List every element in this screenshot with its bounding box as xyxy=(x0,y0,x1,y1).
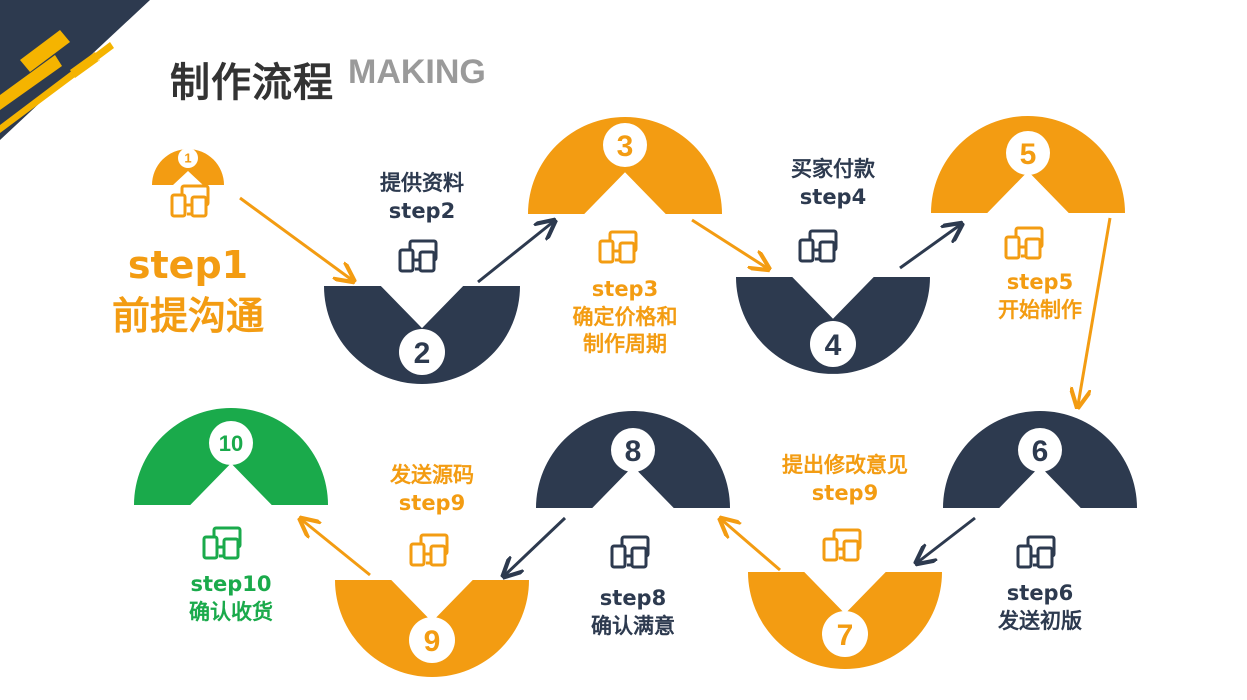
step-10-label: step10 确认收货 xyxy=(189,571,273,626)
step-5-label: step5 开始制作 xyxy=(998,269,1082,324)
step-5-node: 5 xyxy=(931,116,1125,260)
step-6-number-badge xyxy=(1018,428,1062,472)
step-6-label-line: 发送初版 xyxy=(998,608,1082,633)
step-8-number: 8 xyxy=(625,435,642,468)
step-6-label-line: step6 xyxy=(1006,581,1074,605)
flow-arrow-9 xyxy=(302,520,371,577)
step-2-node: 2 xyxy=(324,239,520,384)
step-9-number-badge xyxy=(409,617,455,663)
step-5-number: 5 xyxy=(1020,138,1037,171)
devices-icon xyxy=(798,229,838,263)
step-3-label-line: 制作周期 xyxy=(583,332,667,357)
step-1-number: 1 xyxy=(184,151,191,166)
step-10-label-line: 确认收货 xyxy=(189,599,273,624)
step-1-label: step1 前提沟通 xyxy=(112,240,264,343)
devices-icon xyxy=(1016,535,1056,569)
step-1-node: 1 xyxy=(152,148,224,218)
step-9-node: 9 xyxy=(335,533,529,677)
step-8-label-line: step8 xyxy=(599,586,667,610)
step-8-label-line: 确认满意 xyxy=(591,613,675,638)
step-9-label-line: step9 xyxy=(398,490,466,515)
step-9-label: 发送源码 step9 xyxy=(390,462,474,517)
step-3-label-line: 确定价格和 xyxy=(572,304,678,329)
step-9-number: 9 xyxy=(424,625,441,658)
step-1-label-line: 前提沟通 xyxy=(111,294,265,339)
devices-icon xyxy=(1004,226,1044,260)
page-title: 制作流程 xyxy=(170,60,334,106)
step-4-node: 4 xyxy=(736,229,930,374)
step-1-number-badge xyxy=(178,148,198,168)
step-3-number-badge xyxy=(603,123,647,167)
step-2-label-line: step2 xyxy=(388,198,456,223)
step-10-number: 10 xyxy=(219,431,243,456)
step-8-label: step8 确认满意 xyxy=(591,585,675,640)
flow-arrow-8 xyxy=(505,516,567,575)
devices-icon xyxy=(598,230,638,264)
step-8-node: 8 xyxy=(536,411,730,569)
devices-icon xyxy=(610,535,650,569)
devices-icon xyxy=(822,528,862,562)
step-3-number: 3 xyxy=(617,130,634,163)
step-2-number: 2 xyxy=(414,337,431,370)
step-4-label-line: 买家付款 xyxy=(791,157,875,181)
step-9-label-line: 发送源码 xyxy=(390,463,474,487)
flow-arrow-6 xyxy=(918,516,976,562)
step-2-number-badge xyxy=(399,329,445,375)
step-4-label-line: step4 xyxy=(799,184,867,209)
devices-icon xyxy=(409,533,449,567)
flow-arrow-1 xyxy=(239,196,352,280)
step-7-number: 7 xyxy=(837,619,854,652)
step-5-label-line: 开始制作 xyxy=(998,297,1082,322)
step-4-number: 4 xyxy=(825,329,842,362)
step-3-label: step3 确定价格和制作周期 xyxy=(573,276,678,359)
step-6-node: 6 xyxy=(943,411,1137,569)
step-6-number: 6 xyxy=(1032,435,1049,468)
devices-icon xyxy=(398,239,438,273)
step-3-node: 3 xyxy=(528,117,722,264)
page-title-en: MAKING xyxy=(348,53,486,91)
devices-icon xyxy=(170,184,210,218)
step-3-label-line: step3 xyxy=(591,277,659,301)
flow-arrow-5 xyxy=(1078,217,1112,405)
step-10-number-badge xyxy=(209,421,253,465)
step-7-node: 7 xyxy=(748,528,942,669)
step-10-label-line: step10 xyxy=(190,572,272,596)
step-1-label-line: step1 xyxy=(127,243,249,287)
flow-arrow-7 xyxy=(722,520,781,572)
flow-arrow-2 xyxy=(477,222,553,284)
step-5-number-badge xyxy=(1006,131,1050,175)
step-4-number-badge xyxy=(810,321,856,367)
step-8-number-badge xyxy=(611,428,655,472)
step-5-label-line: step5 xyxy=(1006,270,1074,294)
step-10-node: 10 xyxy=(134,408,328,560)
step-2-label: 提供资料 step2 xyxy=(380,170,464,225)
flow-arrow-3 xyxy=(691,218,767,268)
step-7-label-line: step9 xyxy=(811,480,879,505)
step-6-label: step6 发送初版 xyxy=(998,580,1082,635)
step-7-label-line: 提出修改意见 xyxy=(782,453,908,477)
step-4-label: 买家付款 step4 xyxy=(791,156,875,211)
step-7-label: 提出修改意见 step9 xyxy=(782,452,908,507)
corner-decoration xyxy=(0,0,200,160)
devices-icon xyxy=(202,526,242,560)
flow-arrow-4 xyxy=(899,225,960,270)
step-7-number-badge xyxy=(822,611,868,657)
step-2-label-line: 提供资料 xyxy=(380,171,464,195)
